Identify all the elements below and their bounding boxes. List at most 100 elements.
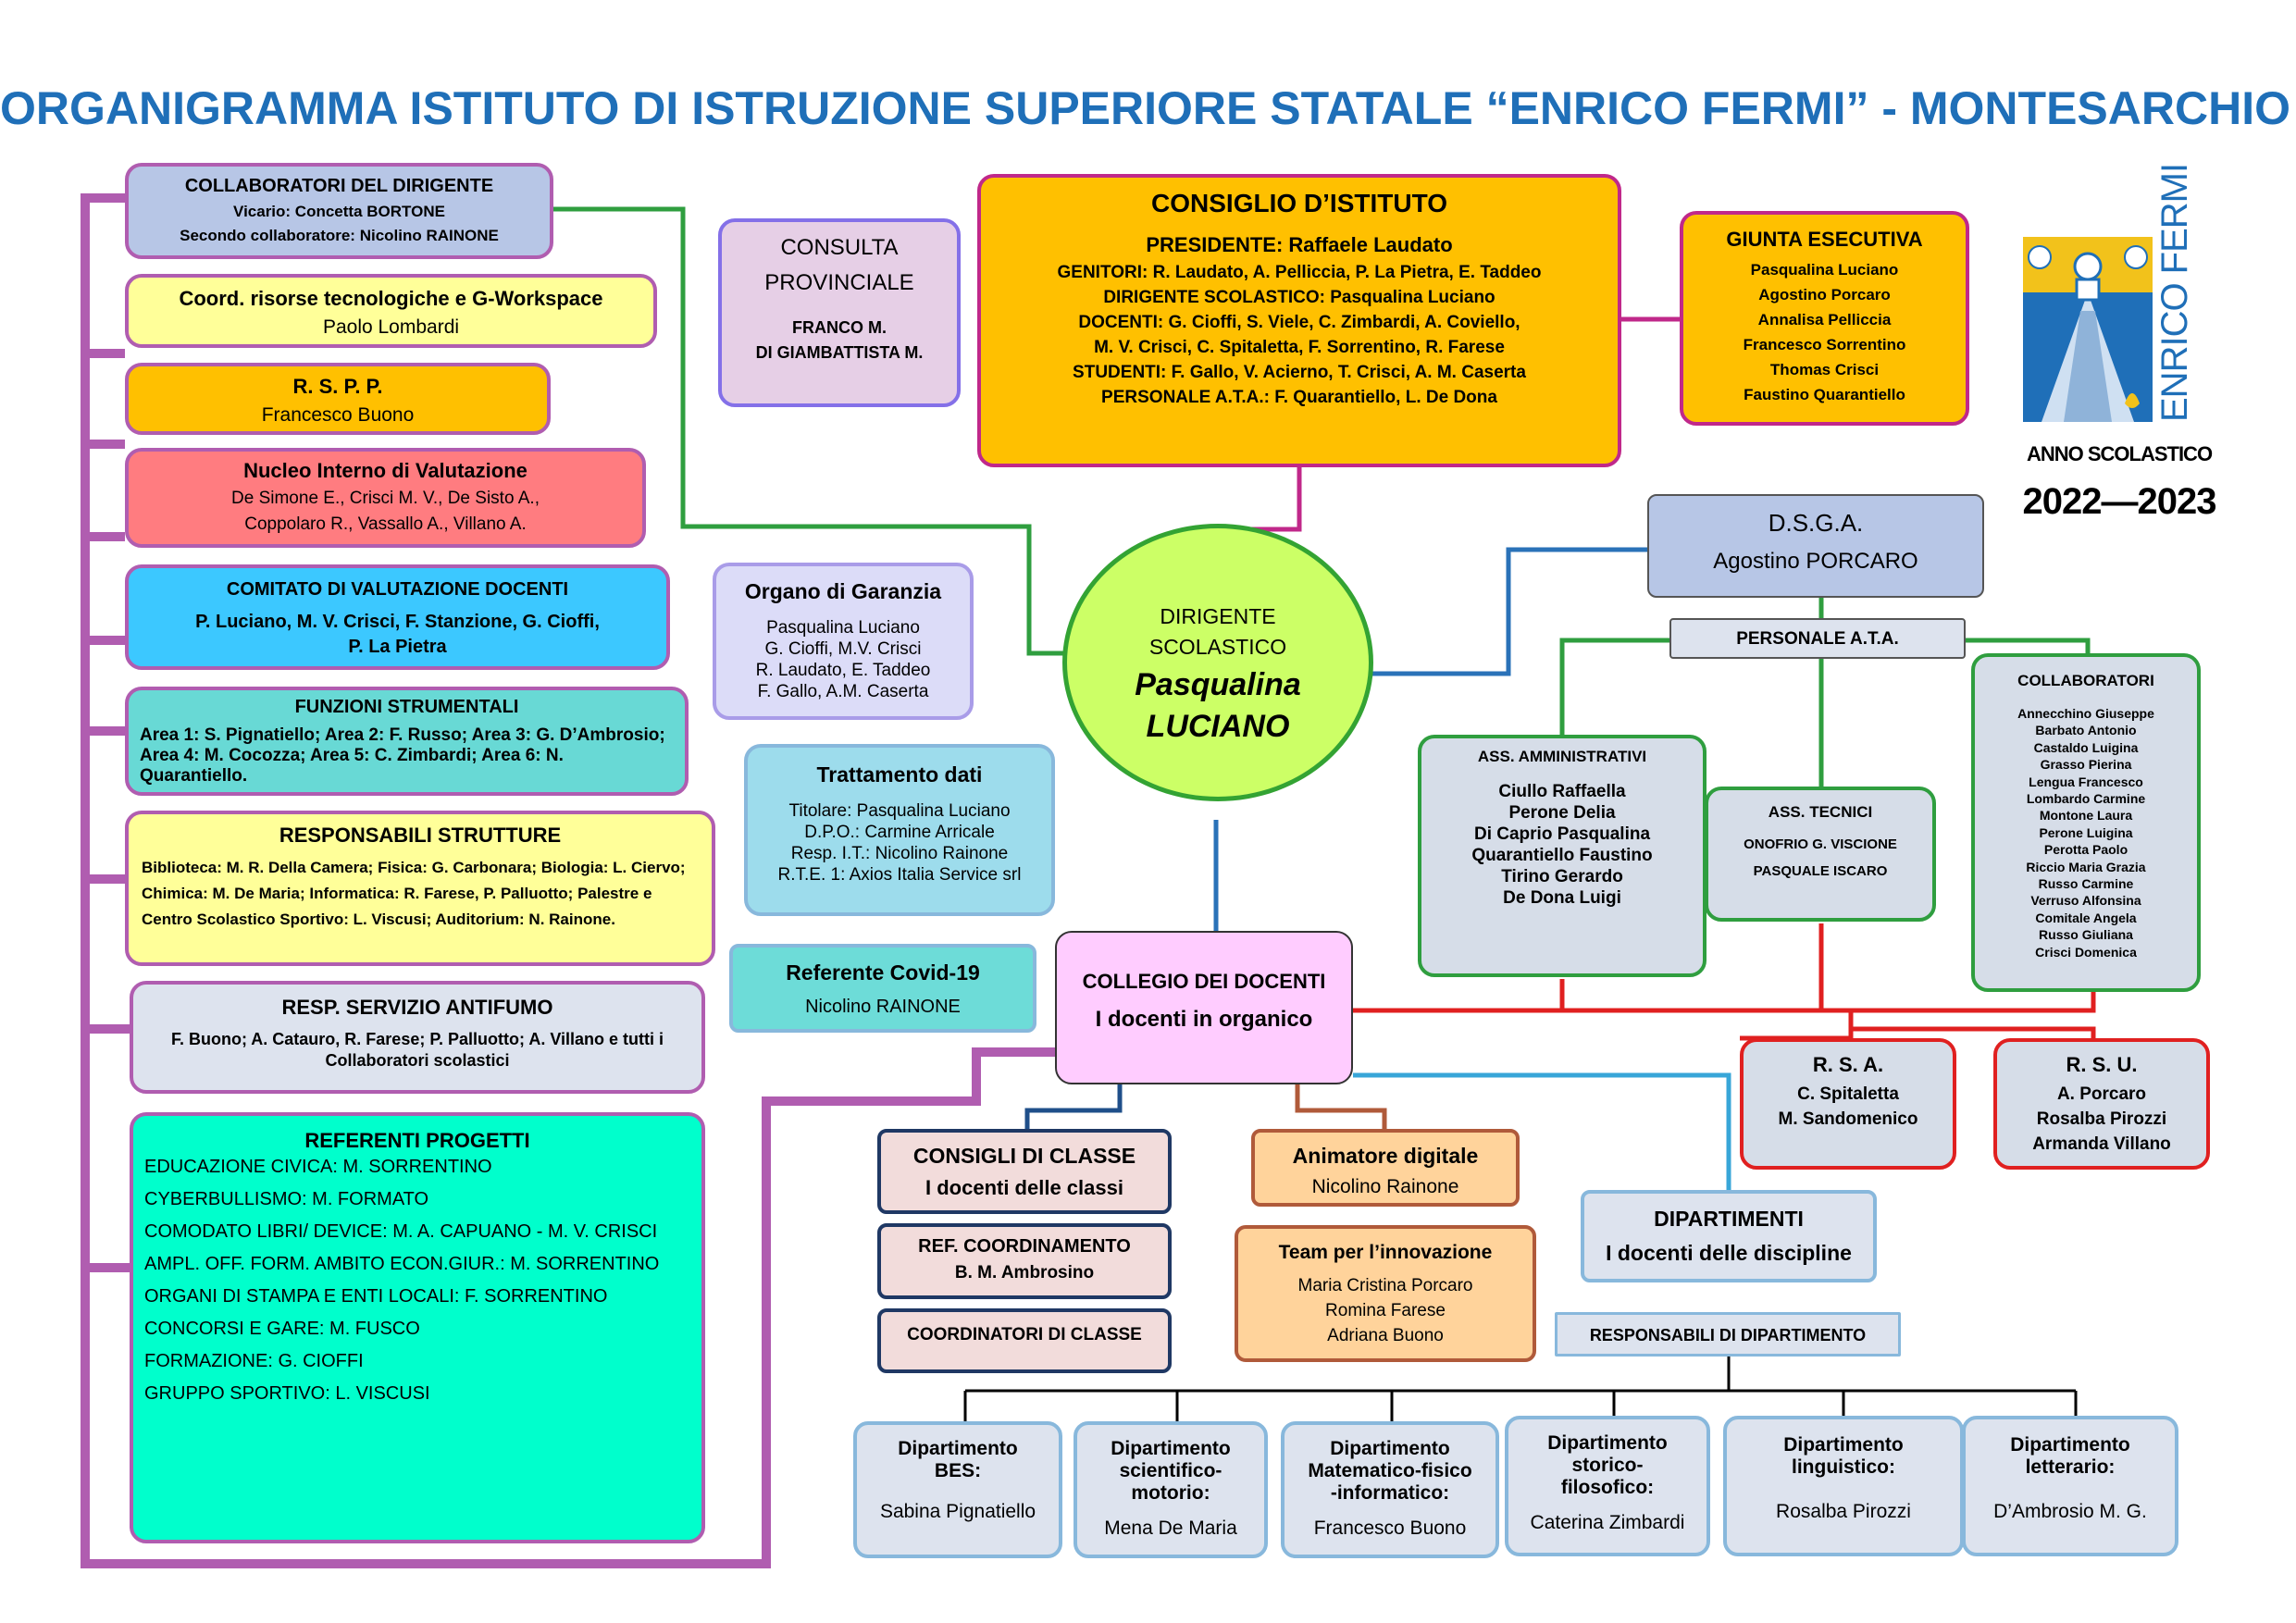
dsga-box: D.S.G.A. Agostino PORCARO [1647, 494, 1984, 598]
dept-title: Dipartimento [1547, 1432, 1668, 1454]
referenti-item: CONCORSI E GARE: M. FUSCO [144, 1319, 420, 1339]
rspp-box: R. S. P. P. Francesco Buono [125, 363, 551, 435]
tecnici-name: PASQUALE ISCARO [1753, 863, 1888, 879]
rspp-title: R. S. P. P. [292, 375, 383, 398]
ref-coordinamento-box: REF. COORDINAMENTO B. M. Ambrosino [877, 1223, 1172, 1299]
giunta-list: Pasqualina Luciano Agostino Porcaro Anna… [1683, 257, 1966, 407]
coord-risorse-box: Coord. risorse tecnologiche e G-Workspac… [125, 274, 657, 348]
dept-title: Dipartimento [2010, 1434, 2130, 1456]
dept-name: Francesco Buono [1313, 1518, 1467, 1539]
responsabili-text: Biblioteca: M. R. Della Camera; Fisica: … [142, 859, 686, 928]
amministrativi-box: ASS. AMMINISTRATIVI Ciullo Raffaella Per… [1418, 735, 1706, 977]
giunta-name: Thomas Crisci [1769, 361, 1880, 378]
trattamento-line: R.T.E. 1: Axios Italia Service srl [777, 865, 1022, 885]
dirigente-name2: LUCIANO [1146, 709, 1290, 744]
consiglio-title: CONSIGLIO D’ISTITUTO [1151, 189, 1447, 217]
referenti-item: COMODATO LIBRI/ DEVICE: M. A. CAPUANO - … [144, 1221, 658, 1242]
collaboratori-name: Lengua Francesco [2029, 774, 2143, 789]
referenti-item: EDUCAZIONE CIVICA: M. SORRENTINO [144, 1157, 492, 1177]
consulta-line1: FRANCO M. [792, 318, 887, 337]
animatore-title: Animatore digitale [1292, 1144, 1479, 1168]
dirigente-line1: DIRIGENTE [1160, 604, 1276, 628]
antifumo-title: RESP. SERVIZIO ANTIFUMO [281, 996, 553, 1019]
consiglio-line: M. V. Crisci, C. Spitaletta, F. Sorrenti… [1094, 338, 1505, 357]
nucleo-box: Nucleo Interno di Valutazione De Simone … [125, 448, 646, 548]
garanzia-line: G. Cioffi, M.V. Crisci [764, 639, 922, 659]
referenti-item: CYBERBULLISMO: M. FORMATO [144, 1189, 429, 1209]
dipartimenti-box: DIPARTIMENTI I docenti delle discipline [1581, 1190, 1877, 1282]
consulta-line2: DI GIAMBATTISTA M. [755, 343, 924, 362]
collaboratori-box: COLLABORATORI Annecchino Giuseppe Barbat… [1971, 653, 2201, 992]
trattamento-dati-box: Trattamento dati Titolare: Pasqualina Lu… [744, 744, 1055, 916]
dept-name: D’Ambrosio M. G. [1993, 1501, 2147, 1522]
amministrativi-name: De Dona Luigi [1503, 888, 1621, 908]
garanzia-list: Pasqualina Luciano G. Cioffi, M.V. Crisc… [716, 617, 970, 702]
amministrativi-title: ASS. AMMINISTRATIVI [1477, 748, 1647, 765]
collaboratori-title: COLLABORATORI [2017, 672, 2154, 689]
anno-scolastico-year: 2022—2023 [2022, 481, 2217, 522]
dipartimenti-sub: I docenti delle discipline [1606, 1241, 1852, 1265]
dept-title: letterario: [2025, 1456, 2116, 1478]
collaboratori-name: Lombardo Carmine [2026, 791, 2146, 807]
vicario-line: Vicario: Concetta BORTONE [233, 203, 445, 220]
dept-name: Rosalba Pirozzi [1776, 1501, 1911, 1522]
dept-title: Dipartimento [1330, 1438, 1450, 1459]
ref-coord-title: REF. COORDINAMENTO [918, 1236, 1131, 1257]
collaboratori-name: Perotta Paolo [2043, 842, 2128, 858]
dept-title: Dipartimento [1783, 1434, 1904, 1456]
referenti-box: REFERENTI PROGETTI EDUCAZIONE CIVICA: M.… [130, 1112, 705, 1543]
giunta-name: Agostino Porcaro [1758, 286, 1891, 304]
covid-name: Nicolino RAINONE [805, 997, 961, 1017]
lighthouse-icon [2023, 237, 2153, 422]
rsu-name: Rosalba Pirozzi [2036, 1109, 2167, 1129]
funzioni-title: FUNZIONI STRUMENTALI [294, 697, 519, 717]
coordinatori-classe-box: COORDINATORI DI CLASSE [877, 1308, 1172, 1373]
collaboratori-name: Perone Luigina [2039, 824, 2133, 840]
consiglio-istituto-box: CONSIGLIO D’ISTITUTO PRESIDENTE: Raffael… [977, 174, 1621, 467]
dept-title: Matematico-fisico [1308, 1460, 1472, 1481]
animatore-name: Nicolino Rainone [1311, 1176, 1459, 1197]
personale-ata-box: PERSONALE A.T.A. [1669, 618, 1966, 659]
collaboratori-dirigente-box: COLLABORATORI DEL DIRIGENTE Vicario: Con… [125, 163, 553, 259]
dept-name: Sabina Pignatiello [879, 1501, 1036, 1522]
tecnici-title: ASS. TECNICI [1768, 803, 1873, 821]
dept-title: -informatico: [1330, 1482, 1450, 1504]
trattamento-line: D.P.O.: Carmine Arricale [804, 823, 995, 842]
logo-text: ENRICO FERMI [2154, 163, 2195, 422]
dirigente-line2: SCOLASTICO [1148, 635, 1287, 659]
trattamento-title: Trattamento dati [816, 762, 983, 787]
consulta-box: CONSULTA PROVINCIALE FRANCO M. DI GIAMBA… [718, 218, 961, 407]
collaboratori-name: Grasso Pierina [2040, 757, 2132, 773]
rsu-box: R. S. U. A. Porcaro Rosalba Pirozzi Arma… [1993, 1038, 2210, 1170]
collaboratori-name: Verruso Alfonsina [2030, 893, 2141, 909]
consiglio-line: PERSONALE A.T.A.: F. Quarantiello, L. De… [1101, 388, 1497, 407]
dept-scientifico-box: Dipartimento scientifico- motorio: Mena … [1074, 1421, 1268, 1558]
rsa-name: C. Spitaletta [1797, 1084, 1899, 1104]
responsabili-box: RESPONSABILI STRUTTURE Biblioteca: M. R.… [125, 811, 715, 966]
amministrativi-name: Tirino Gerardo [1501, 867, 1623, 886]
dept-title: scientifico- [1119, 1460, 1222, 1481]
dsga-name: Agostino PORCARO [1713, 549, 1918, 574]
trattamento-line: Resp. I.T.: Nicolino Rainone [790, 844, 1009, 863]
comitato-title: COMITATO DI VALUTAZIONE DOCENTI [226, 579, 569, 600]
coord-classe-label: COORDINATORI DI CLASSE [907, 1325, 1142, 1344]
garanzia-line: R. Laudato, E. Taddeo [755, 661, 931, 680]
rsa-box: R. S. A. C. Spitaletta M. Sandomenico [1740, 1038, 1956, 1170]
giunta-name: Pasqualina Luciano [1750, 261, 1899, 279]
giunta-name: Faustino Quarantiello [1744, 386, 1905, 403]
consiglio-line: PRESIDENTE: Raffaele Laudato [1146, 233, 1453, 256]
team-title: Team per l’innovazione [1278, 1242, 1493, 1263]
rspp-name: Francesco Buono [261, 404, 415, 426]
dept-linguistico-box: Dipartimento linguistico: Rosalba Pirozz… [1723, 1416, 1964, 1556]
secondo-collaboratore-line: Secondo collaboratore: Nicolino RAINONE [180, 227, 499, 244]
consigli-classe-box: CONSIGLI DI CLASSE I docenti delle class… [877, 1129, 1172, 1214]
amministrativi-name: Quarantiello Faustino [1471, 846, 1653, 865]
resp-dip-label: RESPONSABILI DI DIPARTIMENTO [1589, 1326, 1867, 1344]
collaboratori-name: Riccio Maria Grazia [2026, 859, 2146, 874]
collaboratori-name: Russo Giuliana [2039, 927, 2133, 943]
dept-name: Caterina Zimbardi [1530, 1512, 1685, 1533]
trattamento-list: Titolare: Pasqualina Luciano D.P.O.: Car… [748, 800, 1051, 886]
personale-ata-label: PERSONALE A.T.A. [1736, 629, 1899, 649]
collegio-sub: I docenti in organico [1095, 1007, 1313, 1032]
coord-risorse-name: Paolo Lombardi [322, 316, 460, 338]
